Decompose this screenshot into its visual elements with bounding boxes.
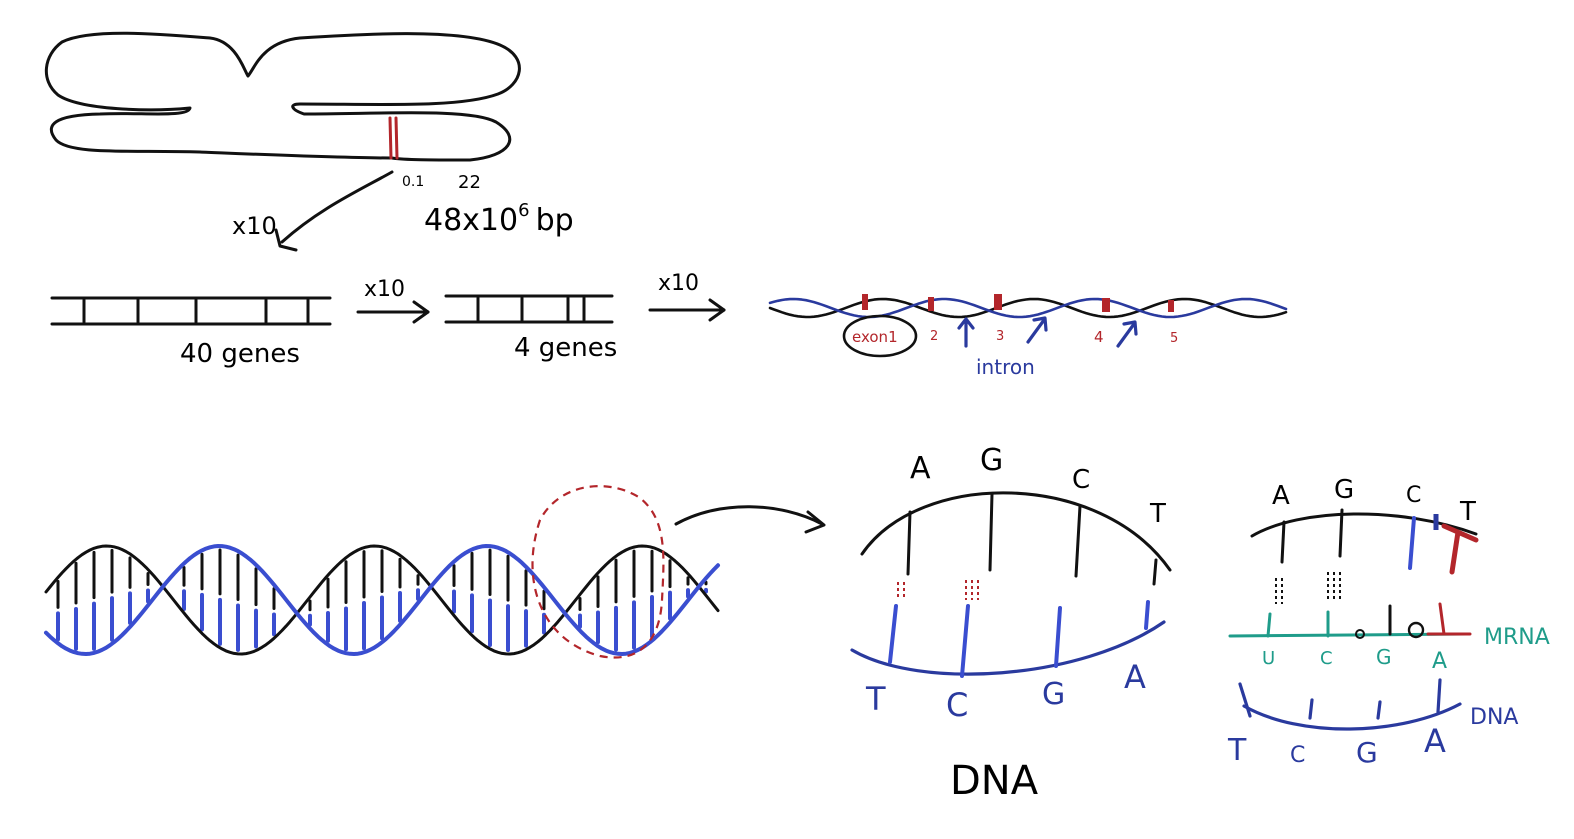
zoom-arrow-3: x10: [648, 271, 726, 322]
mrna-base-a: A: [1432, 649, 1447, 674]
intron-arrows: [957, 316, 1138, 348]
exon1-circle: [842, 314, 918, 358]
dna-caption: DNA: [950, 758, 1039, 804]
chromosome-outline: [44, 31, 521, 162]
trans-hydrogen-bonds: [1275, 572, 1341, 604]
exon-marker-5: [1168, 300, 1174, 312]
strip-40-ticks: [82, 298, 310, 324]
exon-number-2: 2: [930, 329, 938, 344]
dna-bottom-base-a: A: [1124, 658, 1146, 696]
dna-detail-rungs: [888, 492, 1158, 678]
intron-label: intron: [976, 355, 1035, 379]
trans-bottom-base-t: T: [1227, 733, 1247, 768]
mrna-base-c: C: [1320, 648, 1333, 669]
trans-bottom-base-c: C: [1290, 743, 1305, 768]
zoom-arrow-to-detail-head: [804, 510, 826, 534]
large-double-helix: [44, 485, 826, 659]
dna-top-base-g: G: [980, 443, 1003, 478]
exon-markers: [862, 294, 1174, 312]
trans-bottom-base-a: A: [1424, 722, 1446, 760]
zoom-label-3: x10: [658, 271, 699, 296]
trans-top-base-c: C: [1406, 483, 1421, 508]
dna-bottom-base-t: T: [865, 680, 886, 718]
helix-base-pairs: [56, 548, 708, 652]
zoom-highlight-circle: [531, 485, 665, 659]
transcription-panel: U C G A MRNA T C G A DNA A G C T: [1227, 475, 1550, 769]
zoom-label-1: x10: [232, 212, 277, 240]
strip-40-genes: 40 genes: [50, 296, 332, 369]
zoom-arrow-2: x10: [356, 277, 430, 324]
dna-detail: A G C T T C G A DNA: [850, 443, 1172, 804]
exon-number-5: 5: [1170, 331, 1178, 346]
zoom-arrow-down: [280, 170, 394, 244]
zoom-arrow-to-detail: [674, 505, 824, 526]
dna-bottom-base-g: G: [1042, 677, 1065, 712]
chromosome-mark-left: 0.1: [402, 174, 424, 190]
dna-label-small: DNA: [1470, 705, 1518, 730]
dna-detail-top-strand: [860, 491, 1172, 572]
label-40-genes: 40 genes: [180, 339, 300, 369]
trans-top-base-a: A: [1272, 481, 1290, 511]
trans-new-t: [1441, 523, 1479, 575]
exon-marker-2: [928, 297, 934, 311]
zoom-arrow-down-head: [274, 228, 298, 252]
trans-bottom-strand: [1242, 702, 1462, 731]
mrna-base-u: U: [1262, 648, 1275, 669]
label-4-genes: 4 genes: [514, 333, 617, 363]
dna-top-base-a: A: [910, 451, 931, 486]
exon1-label: exon1: [852, 328, 898, 346]
gene-structure: exon1 2 3 4 5 intron: [768, 294, 1288, 379]
trans-top-base-t: T: [1459, 497, 1476, 527]
trans-bottom-base-g: G: [1356, 736, 1378, 769]
hydrogen-bonds: [897, 580, 979, 600]
exon-marker-4: [1102, 298, 1110, 312]
dna-detail-bottom-strand: [850, 620, 1166, 676]
helix-strand-blue: [44, 544, 720, 656]
exon-marker-3: [994, 294, 1002, 310]
dna-bottom-base-c: C: [946, 686, 968, 724]
helix-strand-black: [44, 544, 720, 656]
chromosome-band-right: [394, 116, 399, 160]
dna-top-base-c: C: [1072, 465, 1090, 495]
strip-4-genes: 4 genes: [444, 294, 617, 363]
chromosome-band-left: [388, 116, 393, 160]
trans-top-base-g: G: [1334, 475, 1354, 505]
mrna-label: MRNA: [1484, 625, 1550, 650]
gene-helix-strand-a: [768, 297, 1288, 319]
gene-helix-strand-b: [768, 297, 1288, 319]
dna-top-base-t: T: [1149, 499, 1166, 529]
exon-number-4: 4: [1094, 328, 1104, 346]
chromosome-mark-right: 22: [458, 172, 481, 193]
exon-number-3: 3: [996, 329, 1004, 344]
strip-4-ticks: [476, 296, 586, 322]
zoom-label-2: x10: [364, 277, 405, 302]
mrna-base-g: G: [1376, 645, 1392, 669]
exon-marker-1: [862, 294, 868, 310]
